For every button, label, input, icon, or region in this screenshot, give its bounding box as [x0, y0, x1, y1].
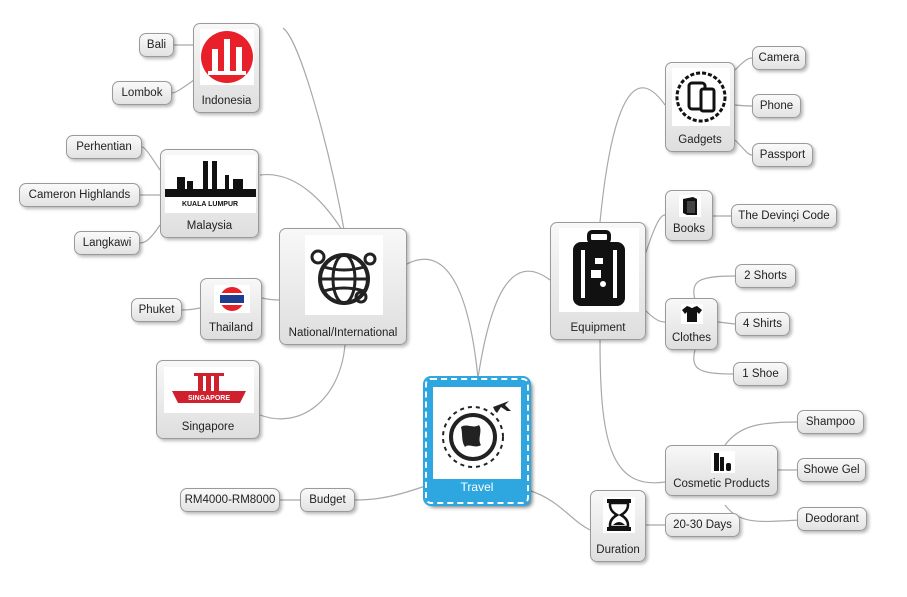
gadget-camera[interactable]: Camera: [752, 46, 806, 70]
clothes-label: Clothes: [672, 332, 711, 344]
cosmetic-deodorant[interactable]: Deodorant: [797, 507, 867, 531]
books-node[interactable]: Books: [665, 190, 713, 241]
malaysia-node[interactable]: KUALA LUMPUR Malaysia: [160, 149, 259, 238]
central-node-travel[interactable]: Travel: [423, 376, 531, 506]
devices-icon: [672, 68, 730, 126]
kuala-lumpur-text: KUALA LUMPUR: [182, 201, 238, 208]
singapore-label: Singapore: [181, 421, 235, 433]
singapore-text: SINGAPORE: [188, 395, 230, 402]
place-perhentian[interactable]: Perhentian: [66, 135, 142, 159]
cosmetic-label: Cosmetic Products: [673, 478, 770, 490]
national-label: National/International: [288, 327, 398, 339]
gadget-phone[interactable]: Phone: [752, 94, 801, 118]
cosmetic-shower-gel[interactable]: Showe Gel: [797, 458, 866, 482]
equipment-label: Equipment: [570, 322, 626, 334]
place-cameron-highlands[interactable]: Cameron Highlands: [19, 183, 140, 207]
globe-plane-icon: [433, 387, 521, 479]
duration-node[interactable]: Duration: [590, 490, 646, 562]
gadgets-label: Gadgets: [678, 134, 722, 146]
gadget-passport[interactable]: Passport: [752, 143, 813, 167]
singapore-skyline-icon: SINGAPORE: [164, 367, 254, 413]
central-label: Travel: [460, 480, 494, 494]
malaysia-label: Malaysia: [186, 220, 233, 232]
singapore-node[interactable]: SINGAPORE Singapore: [156, 360, 260, 439]
gadgets-node[interactable]: Gadgets: [665, 62, 735, 152]
globe-pins-icon: [305, 235, 383, 315]
place-phuket[interactable]: Phuket: [131, 298, 182, 322]
thailand-flag-icon: [214, 285, 250, 313]
tshirt-icon: [681, 304, 703, 324]
national-international-node[interactable]: National/International: [279, 228, 407, 345]
duration-value[interactable]: 20-30 Days: [665, 513, 740, 537]
clothes-node[interactable]: Clothes: [665, 298, 718, 350]
equipment-node[interactable]: Equipment: [550, 222, 646, 340]
cosmetics-icon: [711, 451, 735, 473]
cosmetic-products-node[interactable]: Cosmetic Products: [665, 445, 778, 496]
clothes-shoe[interactable]: 1 Shoe: [733, 362, 788, 386]
place-langkawi[interactable]: Langkawi: [74, 231, 140, 255]
books-label: Books: [673, 223, 705, 235]
cosmetic-shampoo[interactable]: Shampoo: [797, 410, 864, 434]
hourglass-icon: [603, 497, 635, 533]
luggage-icon: [559, 228, 639, 312]
thailand-label: Thailand: [208, 322, 254, 334]
book-item[interactable]: The Devinçi Code: [731, 204, 837, 228]
duration-label: Duration: [596, 544, 640, 556]
place-lombok[interactable]: Lombok: [112, 81, 172, 105]
kuala-lumpur-skyline-icon: KUALA LUMPUR: [165, 155, 256, 213]
clothes-shorts[interactable]: 2 Shorts: [735, 264, 796, 288]
indonesia-landmarks-icon: [200, 29, 254, 85]
indonesia-node[interactable]: Indonesia: [193, 23, 260, 113]
clothes-shirts[interactable]: 4 Shirts: [735, 312, 790, 336]
indonesia-label: Indonesia: [201, 95, 252, 107]
book-icon: [679, 195, 701, 217]
place-bali[interactable]: Bali: [139, 33, 174, 57]
budget-value[interactable]: RM4000-RM8000: [180, 488, 280, 512]
thailand-node[interactable]: Thailand: [200, 278, 262, 340]
budget-node[interactable]: Budget: [300, 488, 355, 512]
